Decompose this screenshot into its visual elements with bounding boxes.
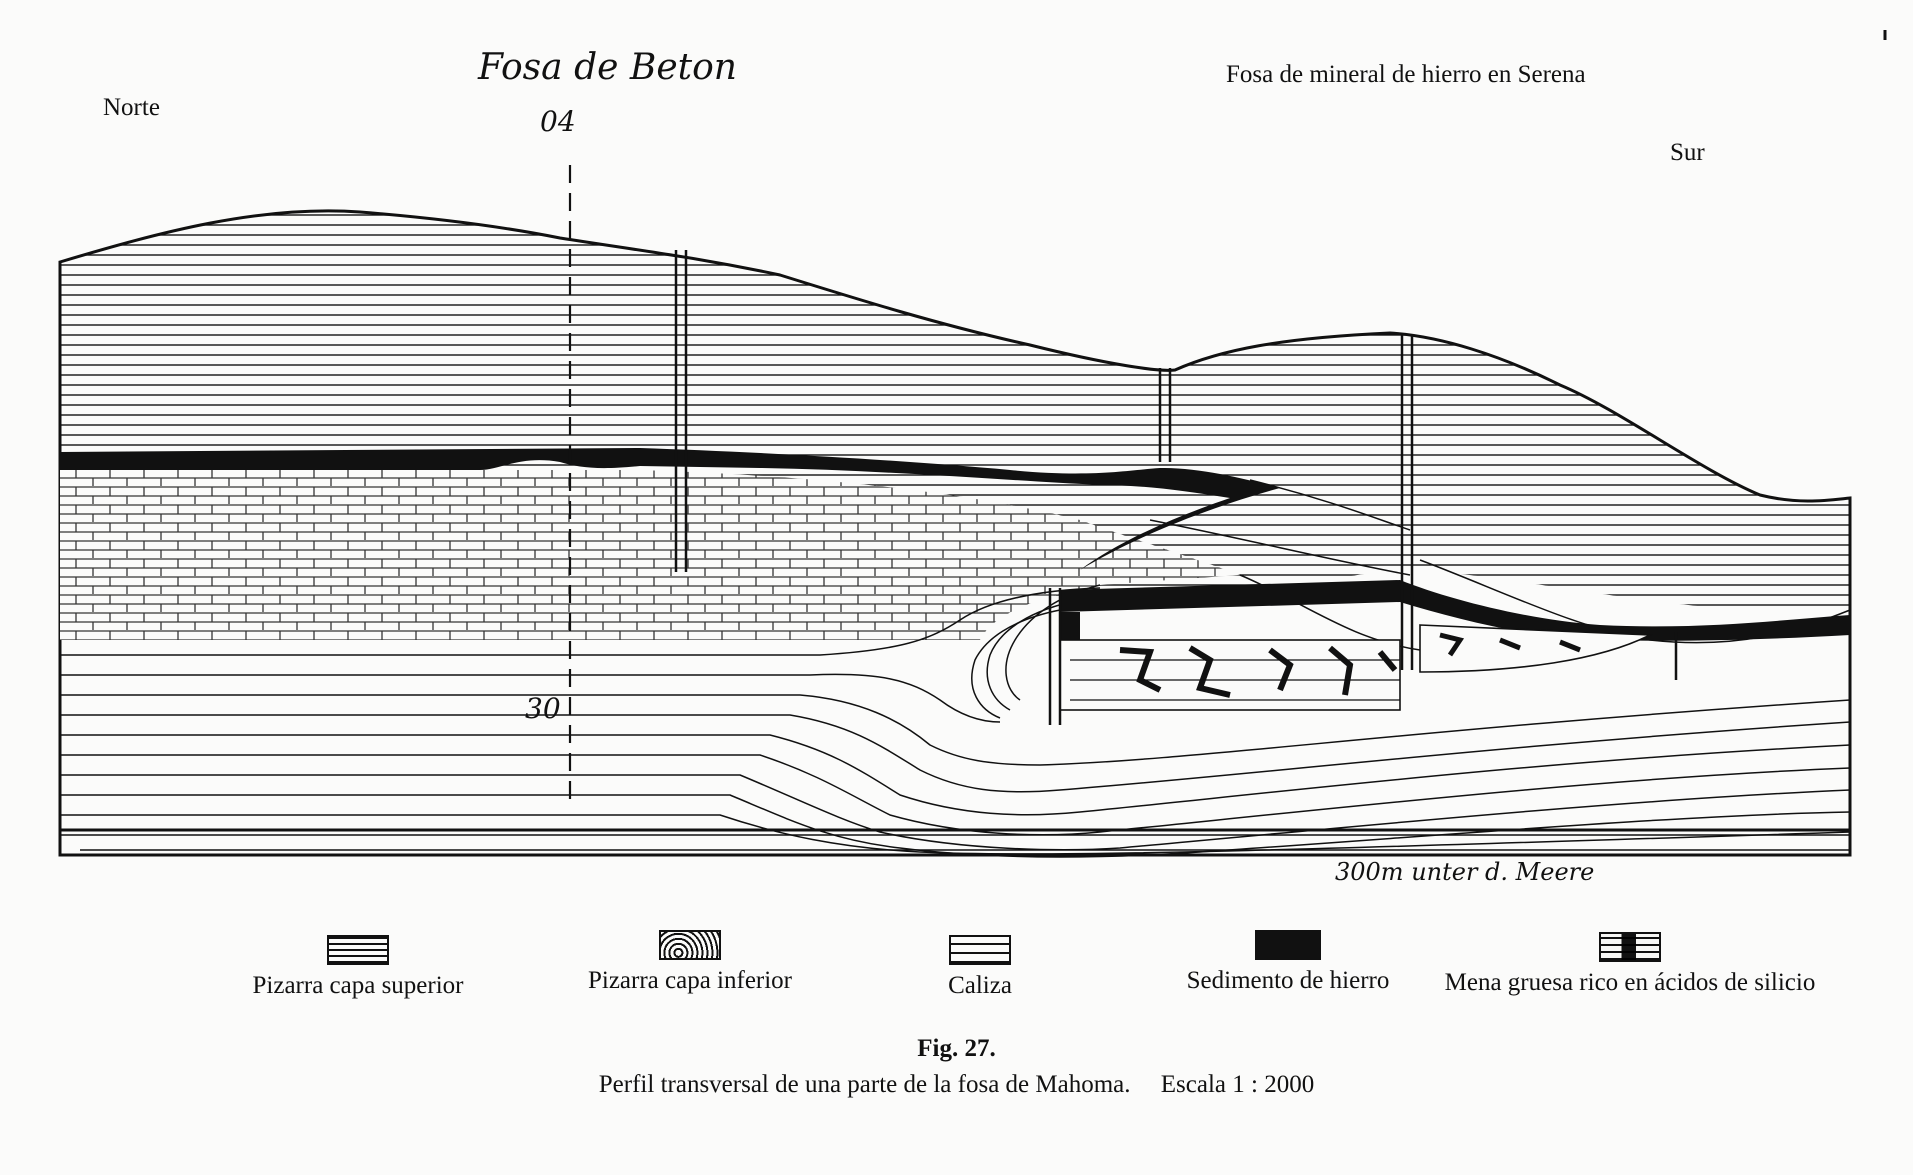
legend-limestone: Caliza	[880, 935, 1080, 998]
lined-swatch-icon	[949, 935, 1011, 965]
south-label: Sur	[1670, 139, 1705, 166]
striped-swatch-icon	[327, 935, 389, 965]
legend-lower-slate: Pizarra capa inferior	[570, 930, 810, 993]
figure-number: Fig. 27.	[917, 1035, 996, 1062]
base-band	[58, 828, 1852, 857]
figure-caption: Perfil transversal de una parte de la fo…	[0, 1071, 1913, 1099]
caption-scale: Escala 1 : 2000	[1160, 1071, 1315, 1098]
scale-note: 300m unter d. Meere	[1335, 858, 1595, 886]
left-pit-title: Fosa de Beton	[478, 47, 737, 88]
legend-iron-sediment: Sedimento de hierro	[1168, 930, 1408, 993]
legend-label: Mena gruesa rico en ácidos de silicio	[1444, 969, 1816, 996]
right-pit-title: Fosa de mineral de hierro en Serena	[1226, 61, 1586, 88]
legend-label: Caliza	[948, 972, 1012, 999]
limestone-layer	[60, 470, 1240, 640]
legend-label: Pizarra capa inferior	[587, 967, 793, 994]
coarse-ore-body	[1059, 624, 1654, 711]
legend-coarse-ore: Mena gruesa rico en ácidos de silicio	[1425, 932, 1835, 995]
legend-label: Sedimento de hierro	[1186, 967, 1390, 994]
caption-text: Perfil transversal de una parte de la fo…	[598, 1071, 1131, 1098]
solid-black-swatch-icon	[1255, 930, 1321, 960]
north-label: Norte	[103, 94, 160, 121]
legend-upper-slate: Pizarra capa superior	[238, 935, 478, 998]
mine-shafts	[674, 250, 1678, 725]
wavy-swatch-icon	[659, 930, 721, 960]
left-pit-mark: 04	[540, 105, 576, 138]
legend-label: Pizarra capa superior	[252, 972, 464, 999]
mixed-swatch-icon	[1599, 932, 1661, 962]
depth-mark: 30	[525, 692, 561, 725]
